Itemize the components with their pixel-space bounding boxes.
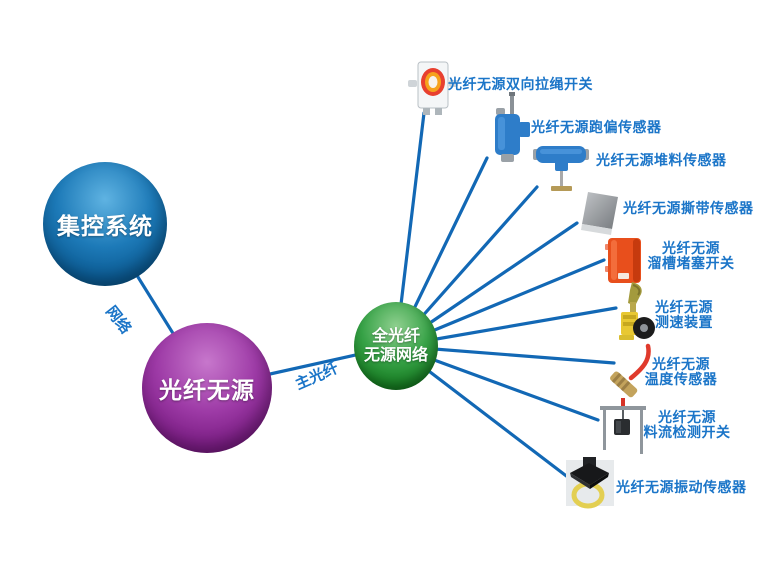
- label-deviation-sensor: 光纤无源跑偏传感器: [531, 119, 662, 135]
- node-central-control-label: 集控系统: [57, 213, 153, 239]
- label-speed-device: 光纤无源 测速装置: [632, 300, 736, 330]
- node-all-fiber-network-label: 全光纤 无源网络: [364, 327, 428, 365]
- node-network-label-line2: 无源网络: [363, 347, 428, 364]
- flow-detection-switch-icon: [598, 398, 650, 461]
- label-temperature-sensor: 光纤无源 温度传感器: [629, 357, 733, 387]
- vibration-sensor-icon: [566, 456, 618, 517]
- label-temperature-line1: 光纤无源: [652, 356, 710, 372]
- label-flow-detection-switch: 光纤无源 料流检测开关: [635, 410, 739, 440]
- node-network-label-line1: 全光纤: [371, 328, 420, 345]
- label-temperature-line2: 温度传感器: [644, 371, 718, 387]
- node-central-control-system: 集控系统: [43, 162, 167, 286]
- label-vibration-sensor: 光纤无源振动传感器: [616, 479, 747, 495]
- label-chute-blockage-switch: 光纤无源 溜槽堵塞开关: [639, 241, 743, 271]
- deviation-sensor-icon: [483, 92, 531, 169]
- label-pull-rope-switch: 光纤无源双向拉绳开关: [448, 76, 593, 92]
- label-belt-tear-sensor: 光纤无源撕带传感器: [623, 200, 754, 216]
- label-pile-sensor: 光纤无源堆料传感器: [596, 152, 727, 168]
- label-flow-line1: 光纤无源: [658, 409, 716, 425]
- label-speed-line2: 测速装置: [655, 314, 713, 330]
- pull-rope-switch-icon: [406, 60, 460, 123]
- belt-tear-sensor-icon: [578, 188, 628, 245]
- label-chute-line1: 光纤无源: [662, 240, 720, 256]
- temperature-sensor-icon: [604, 342, 656, 403]
- node-fiber-passive-label: 光纤无源: [159, 377, 255, 403]
- node-fiber-passive: 光纤无源: [142, 323, 272, 453]
- speed-device-icon: [614, 280, 658, 347]
- label-flow-line2: 料流检测开关: [643, 424, 731, 440]
- chute-blockage-switch-icon: [604, 236, 646, 291]
- pile-sensor-icon: [533, 140, 593, 197]
- label-speed-line1: 光纤无源: [655, 299, 713, 315]
- node-all-fiber-passive-network: 全光纤 无源网络: [354, 302, 438, 390]
- label-chute-line2: 溜槽堵塞开关: [647, 255, 735, 271]
